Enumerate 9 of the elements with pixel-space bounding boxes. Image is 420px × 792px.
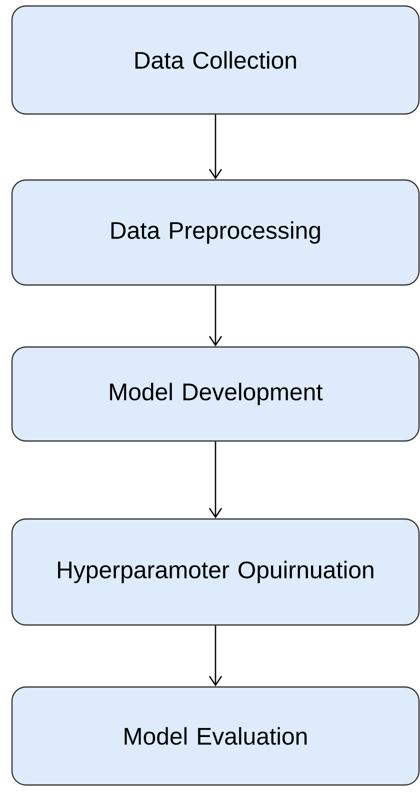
- arrow: [208, 114, 222, 180]
- arrow: [208, 626, 222, 686]
- process-box: Model Development: [11, 346, 420, 442]
- arrow: [208, 286, 222, 346]
- process-box: Data Collection: [11, 5, 420, 115]
- process-box: Hyperparamoter Opuirnuation: [11, 518, 420, 626]
- arrow: [208, 442, 222, 518]
- process-box: Data Preprocessing: [11, 179, 420, 286]
- process-box: Model Evaluation: [11, 686, 420, 786]
